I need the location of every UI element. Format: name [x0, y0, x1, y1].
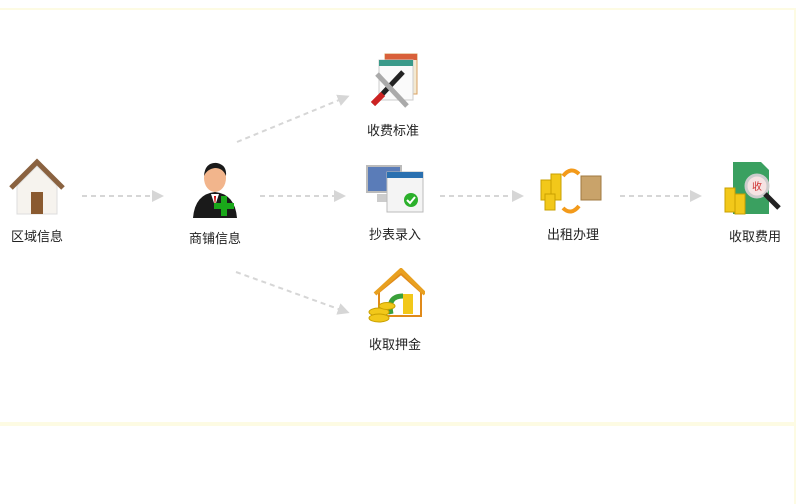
svg-text:收: 收: [752, 180, 762, 193]
node-deposit[interactable]: 收取押金: [350, 268, 440, 353]
node-label: 收取费用: [728, 230, 781, 245]
user-add-icon: [193, 162, 237, 218]
node-label: 出租办理: [546, 228, 599, 243]
flow-panel: [0, 8, 796, 424]
house-icon: [9, 158, 65, 215]
coins-exchange-icon: [540, 168, 602, 214]
arrow-shop-to-standard: [236, 94, 350, 143]
tools-calendar-icon: [370, 53, 418, 108]
node-fee-standard[interactable]: 收费标准: [348, 52, 438, 139]
node-rent[interactable]: 出租办理: [528, 164, 618, 243]
lower-panel: [0, 424, 796, 504]
receipt-search-icon: 收: [724, 162, 781, 215]
house-coins-icon: [368, 268, 425, 323]
node-label: 商铺信息: [188, 232, 241, 247]
node-shop[interactable]: 商铺信息: [170, 158, 260, 247]
node-meter[interactable]: 抄表录入: [350, 164, 440, 243]
arrow-shop-to-deposit: [235, 271, 350, 315]
monitor-table-icon: [366, 165, 424, 213]
node-label: 区域信息: [10, 230, 63, 245]
node-label: 抄表录入: [368, 228, 421, 243]
node-area[interactable]: 区域信息: [0, 158, 82, 245]
node-label: 收费标准: [366, 124, 419, 139]
node-collect-fee[interactable]: 收 收取费用: [710, 160, 800, 245]
node-label: 收取押金: [368, 338, 421, 353]
